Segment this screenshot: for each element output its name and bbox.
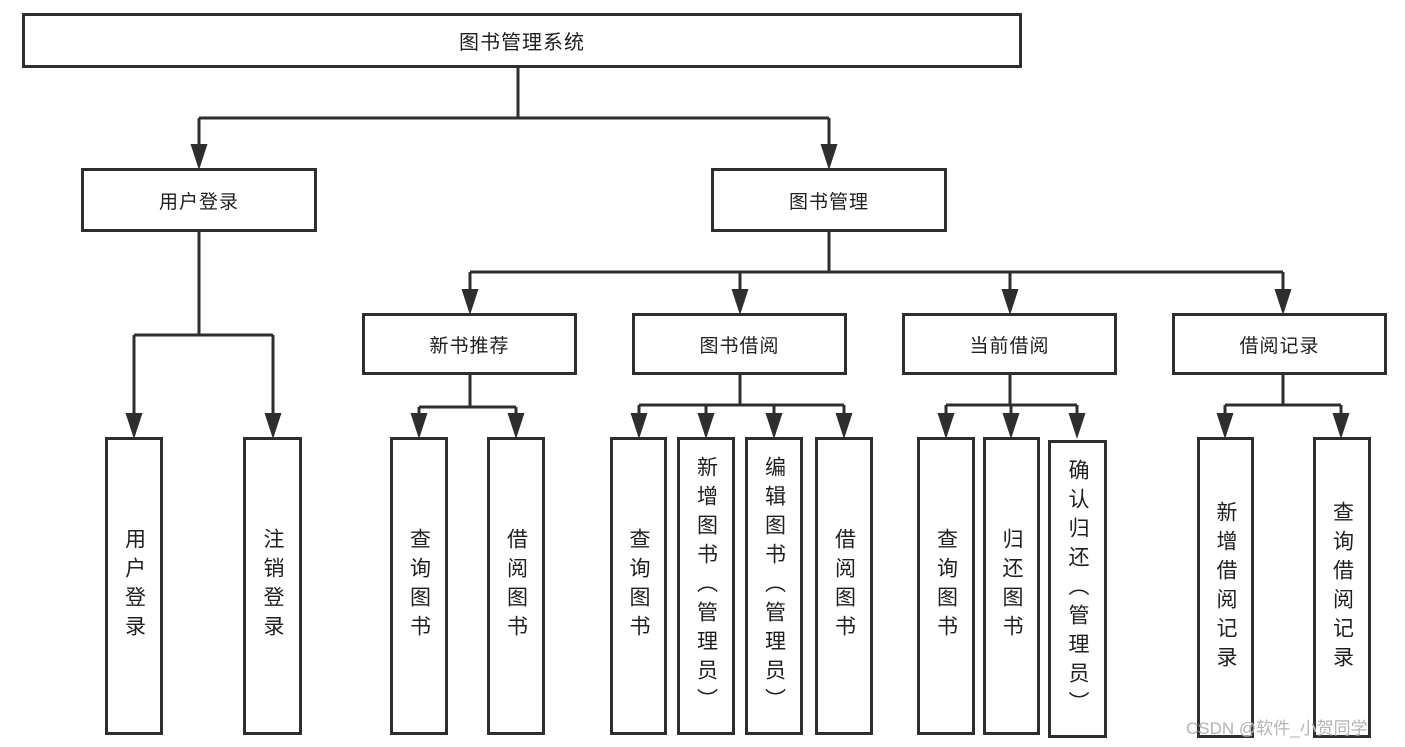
connector-currentborrow-to-leaves [944, 375, 1079, 420]
node-label: 注销登录 [261, 528, 284, 644]
leaf-return-books: 归还图书 [983, 437, 1040, 735]
csdn-watermark: CSDN @软件_小贺同学 [1186, 719, 1368, 738]
arrow-down-icon [1001, 289, 1019, 315]
node-label: 新增借阅记录 [1214, 500, 1237, 675]
node-label: 查询图书 [934, 528, 958, 644]
node-label: 查询图书 [627, 528, 650, 644]
node-label: 用户登录 [122, 528, 146, 644]
node-label: 借阅图书 [832, 528, 856, 644]
arrow-down-icon [630, 413, 648, 439]
arrow-down-icon [731, 289, 749, 315]
connector-newbooks-to-leaves [417, 375, 518, 420]
node-library-management-system: 图书管理系统 [22, 13, 1022, 68]
node-current-borrow: 当前借阅 [902, 313, 1117, 375]
arrow-down-icon [264, 413, 282, 439]
leaf-query-books: 查询图书 [390, 437, 448, 735]
arrowheads [125, 144, 1350, 439]
leaf-confirm-return-admin: 确认归还（管理员） [1048, 440, 1107, 738]
leaf-user-login: 用户登录 [105, 437, 163, 735]
arrow-down-icon [461, 289, 479, 315]
leaf-query-borrow-record: 查询借阅记录 [1313, 437, 1371, 738]
node-label: 编辑图书（管理员） [762, 455, 786, 717]
leaf-add-borrow-record: 新增借阅记录 [1197, 437, 1254, 738]
node-label: 图书借阅 [699, 335, 780, 357]
node-label: 确认归还（管理员） [1066, 458, 1089, 720]
node-label: 借阅记录 [1239, 335, 1320, 357]
arrow-down-icon [1216, 413, 1234, 439]
connector-bookborrow-to-leaves [637, 375, 846, 420]
connector-userlogin-to-leaves [132, 232, 275, 420]
connector-records-to-leaves [1223, 375, 1343, 420]
node-label: 用户登录 [158, 191, 239, 213]
arrow-down-icon [410, 413, 428, 439]
arrow-down-icon [1332, 413, 1350, 439]
node-label: 查询借阅记录 [1330, 500, 1354, 675]
arrow-down-icon [507, 413, 525, 439]
arrow-down-icon [1274, 289, 1292, 315]
leaf-query-books: 查询图书 [610, 437, 667, 735]
node-label: 图书管理系统 [459, 32, 585, 54]
arrow-down-icon [765, 413, 783, 439]
node-label: 归还图书 [1000, 528, 1023, 644]
node-user-login: 用户登录 [81, 168, 317, 232]
leaf-borrow-books: 借阅图书 [815, 437, 873, 735]
connector-bookmgmt-to-level3 [468, 232, 1285, 296]
leaf-query-books: 查询图书 [917, 437, 975, 735]
node-label: 查询图书 [407, 528, 431, 644]
node-label: 图书管理 [788, 191, 869, 213]
node-label: 新书推荐 [429, 335, 510, 357]
arrow-down-icon [697, 413, 715, 439]
leaf-borrow-books: 借阅图书 [487, 437, 545, 735]
node-label: 新增图书（管理员） [694, 455, 718, 717]
node-book-management: 图书管理 [711, 168, 947, 232]
node-label: 借阅图书 [504, 528, 528, 644]
node-label: 当前借阅 [969, 335, 1050, 357]
arrow-down-icon [937, 413, 955, 439]
arrow-down-icon [125, 413, 143, 439]
arrow-down-icon [190, 144, 208, 170]
leaf-logout: 注销登录 [243, 437, 302, 735]
leaf-edit-book-admin: 编辑图书（管理员） [745, 437, 803, 735]
arrow-down-icon [1002, 413, 1020, 439]
node-borrow-records: 借阅记录 [1172, 313, 1387, 375]
leaf-add-book-admin: 新增图书（管理员） [677, 437, 735, 735]
arrow-down-icon [1068, 413, 1086, 439]
node-book-borrow: 图书借阅 [632, 313, 847, 375]
arrow-down-icon [820, 144, 838, 170]
connector-root-to-level2 [197, 68, 831, 150]
arrow-down-icon [835, 413, 853, 439]
node-new-book-recommend: 新书推荐 [362, 313, 577, 375]
